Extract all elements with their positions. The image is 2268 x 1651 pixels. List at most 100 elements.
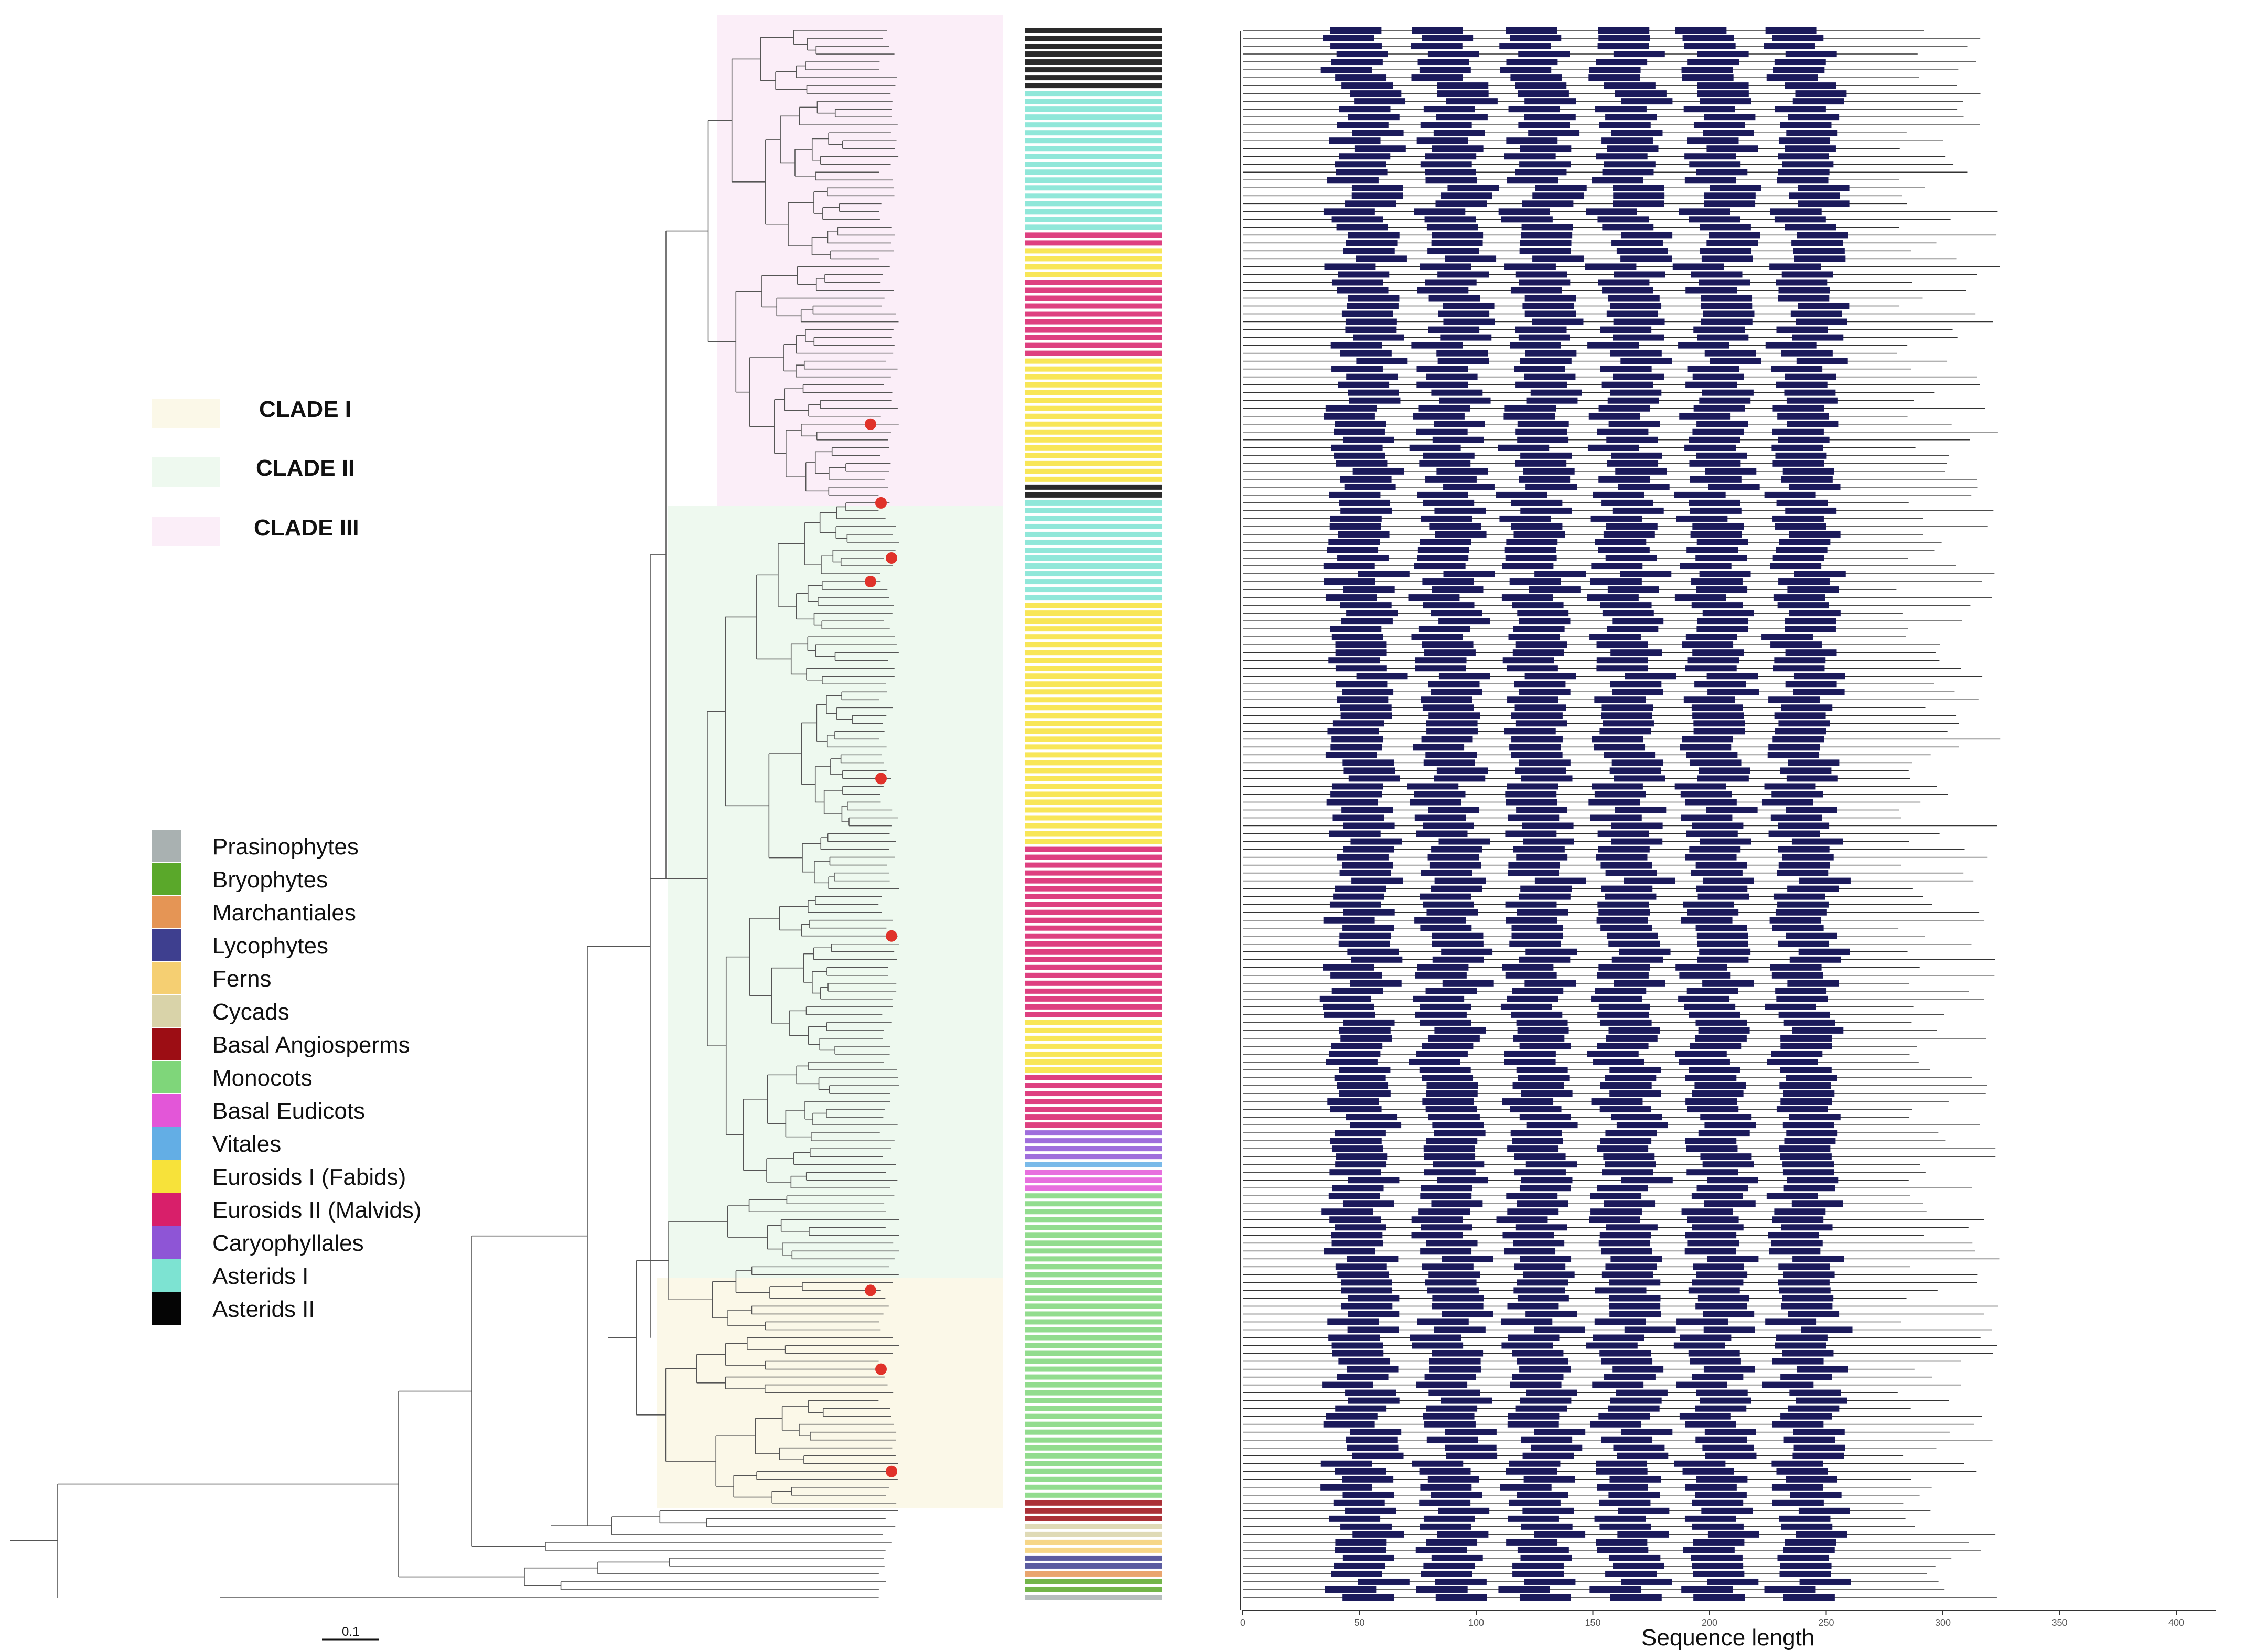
domain-block — [1337, 555, 1389, 562]
domain-block — [1598, 27, 1650, 34]
domain-block — [1421, 1185, 1472, 1192]
domain-block — [1781, 476, 1833, 483]
leaf-label-mark — [1025, 523, 1162, 529]
domain-block — [1523, 1476, 1575, 1483]
leaf-label-mark — [1025, 460, 1162, 466]
domain-block — [1612, 1366, 1664, 1373]
domain-block — [1432, 586, 1484, 593]
domain-block — [1697, 618, 1749, 625]
domain-block — [1526, 1122, 1578, 1129]
domain-block — [1333, 893, 1384, 900]
domain-block — [1596, 665, 1648, 672]
duplication-dot — [865, 418, 876, 430]
domain-block — [1339, 153, 1391, 160]
domain-block — [1424, 216, 1476, 223]
leaf-label-mark — [1025, 1067, 1162, 1073]
axis-tick-label: 250 — [1818, 1617, 1834, 1628]
domain-block — [1602, 1169, 1653, 1176]
domain-block — [1587, 444, 1639, 451]
domain-block — [1593, 1334, 1644, 1341]
domain-block — [1700, 838, 1751, 845]
leaf-label-mark — [1025, 1476, 1162, 1482]
leaf-label-mark — [1025, 768, 1162, 774]
leaf-label-mark — [1025, 909, 1162, 915]
domain-block — [1798, 1507, 1850, 1514]
leaf-label-mark — [1025, 421, 1162, 427]
domain-block — [1600, 1138, 1652, 1144]
leaf-label-mark — [1025, 209, 1162, 215]
domain-block — [1437, 90, 1489, 97]
domain-block — [1604, 82, 1656, 89]
domain-block — [1335, 74, 1387, 81]
domain-block — [1604, 752, 1656, 758]
legend-label-cycads: Cycads — [212, 999, 289, 1025]
leaf-label-mark — [1025, 784, 1162, 789]
domain-block — [1510, 287, 1562, 294]
domain-block — [1781, 350, 1833, 357]
legend-label-basal-eudicots: Basal Eudicots — [212, 1098, 366, 1124]
domain-block — [1786, 1130, 1838, 1137]
domain-block — [1331, 279, 1383, 286]
domain-block — [1341, 1287, 1393, 1294]
domain-block — [1770, 641, 1822, 648]
domain-block — [1791, 240, 1843, 246]
domain-block — [1696, 626, 1748, 632]
domain-block — [1596, 1468, 1648, 1475]
domain-block — [1331, 444, 1383, 451]
domain-block — [1798, 185, 1850, 191]
domain-block — [1356, 255, 1407, 262]
domain-block — [1436, 468, 1488, 475]
leaf-label-mark — [1025, 846, 1162, 852]
domain-block — [1511, 932, 1563, 939]
domain-block — [1772, 35, 1824, 42]
domain-block — [1786, 807, 1837, 813]
domain-block — [1354, 145, 1406, 152]
domain-block — [1416, 428, 1468, 435]
leaf-label-mark — [1025, 201, 1162, 207]
leaf-label-mark — [1025, 476, 1162, 482]
domain-block — [1337, 1271, 1389, 1278]
domain-block — [1510, 1381, 1562, 1388]
domain-block — [1621, 1578, 1672, 1585]
leaf-label-mark — [1025, 673, 1162, 679]
domain-block — [1416, 1381, 1468, 1388]
leaf-label-mark — [1025, 413, 1162, 419]
domain-block — [1513, 531, 1565, 538]
domain-block — [1778, 862, 1830, 869]
domain-block — [1343, 909, 1395, 916]
domain-block — [1590, 578, 1642, 585]
domain-block — [1412, 27, 1463, 34]
domain-block — [1776, 279, 1828, 286]
domain-block — [1685, 1421, 1736, 1428]
domain-block — [1684, 43, 1736, 50]
domain-block — [1338, 1358, 1390, 1365]
domain-block — [1358, 1578, 1410, 1585]
leaf-label-mark — [1025, 146, 1162, 152]
domain-block — [1426, 1539, 1478, 1546]
domain-block — [1613, 1562, 1664, 1569]
leaf-label-mark — [1025, 1484, 1162, 1490]
domain-block — [1610, 1397, 1662, 1404]
domain-block — [1348, 1177, 1400, 1184]
leaf-label-mark — [1025, 1398, 1162, 1403]
domain-block — [1330, 1138, 1382, 1144]
domain-block — [1785, 145, 1836, 152]
domain-block — [1325, 594, 1377, 601]
domain-block — [1409, 444, 1461, 451]
domain-block — [1681, 814, 1733, 821]
domain-block — [1596, 917, 1648, 924]
domain-block — [1691, 578, 1743, 585]
domain-block — [1589, 1216, 1640, 1223]
domain-block — [1771, 791, 1823, 798]
domain-block — [1692, 822, 1744, 829]
domain-block — [1507, 177, 1558, 184]
domain-block — [1421, 515, 1472, 522]
domain-block — [1534, 1429, 1586, 1435]
domain-block — [1525, 484, 1577, 490]
domain-block — [1422, 578, 1474, 585]
domain-block — [1681, 67, 1733, 73]
domain-block — [1596, 657, 1648, 664]
leaf-label-mark — [1025, 335, 1162, 340]
leaf-label-mark — [1025, 681, 1162, 687]
domain-block — [1443, 571, 1495, 577]
